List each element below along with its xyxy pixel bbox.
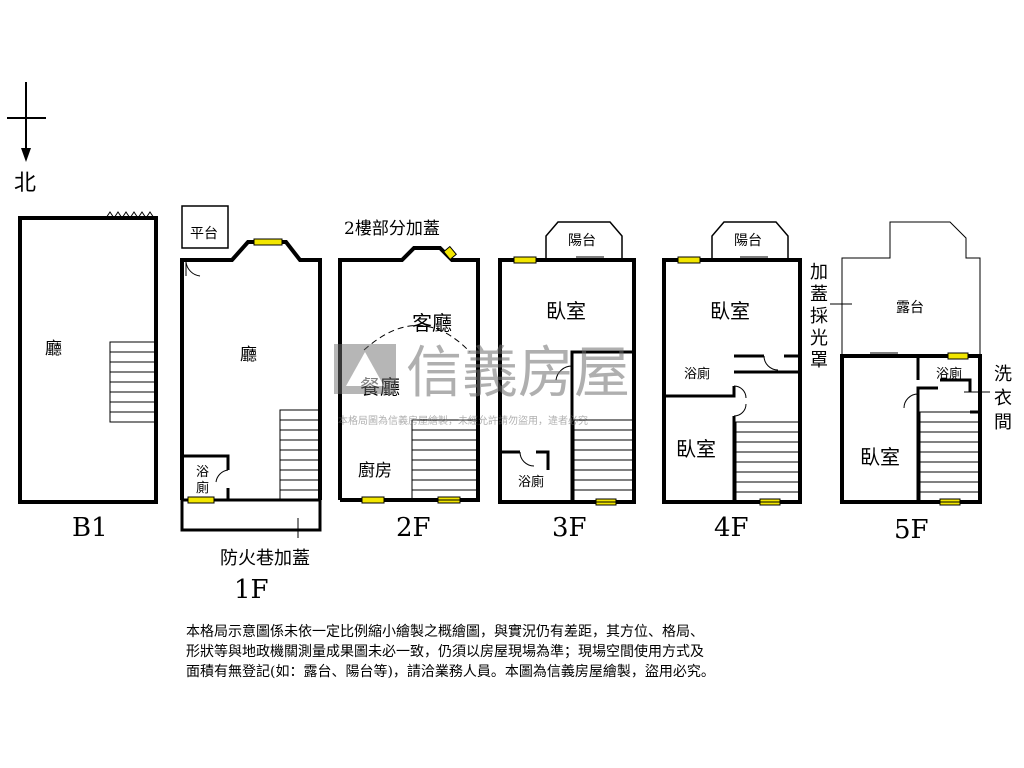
b1-floor-label: B1 [72,513,108,543]
5f-bath-label: 浴廁 [936,366,962,382]
5f-laundry-label-2: 衣 [994,388,1012,409]
watermark-notice: 本格局圖為信義房屋繪製，未經允許請勿盜用，違者必究 [338,414,588,427]
brand-logo-icon [334,344,396,394]
floor-b1: 廳 B1 [18,211,158,543]
3f-balcony-label: 陽台 [568,233,596,249]
2f-addition-label: 2樓部分加蓋 [344,219,440,239]
floor-4f: 陽台 臥室 浴廁 臥室 4F 加 蓋 採 光 罩 [662,221,852,543]
floor-1f: 平台 廳 浴 廁 防火巷加蓋 1F [180,205,322,605]
5f-terrace-label: 露台 [896,300,924,316]
floor-5f: 露台 浴廁 臥室 5F 洗 衣 間 [840,221,1012,545]
disclaimer-line-2: 形狀等與地政機關測量成果圖未必一致，仍須以房屋現場為準；現場空間使用方式及 [186,644,704,660]
stairs-3f [573,419,635,503]
watermark-brand: 信義房屋 [406,341,630,406]
4f-skylight-label-2: 蓋 [810,284,828,305]
3f-floor-label: 3F [552,513,587,543]
1f-hall-label: 廳 [240,345,257,365]
1f-bath-label-2: 廁 [196,480,209,496]
1f-floor-label: 1F [234,575,269,605]
4f-skylight-label-4: 光 [810,328,828,349]
4f-bedroom2-label: 臥室 [676,437,716,461]
4f-skylight-label-3: 採 [810,306,828,327]
stairs-5f [919,411,981,503]
disclaimer-line-1: 本格局示意圖係未依一定比例縮小繪製之概繪圖，與實況仍有差距，其方位、格局、 [186,624,704,640]
4f-floor-label: 4F [714,513,749,543]
disclaimer-line-3: 面積有無登記(如：露台、陽台等)，請洽業務人員。本圖為信義房屋繪製，盜用必究。 [186,664,715,680]
2f-living-label: 客廳 [412,311,452,335]
2f-kitchen-label: 廚房 [358,460,392,481]
3f-bedroom-label: 臥室 [546,299,586,323]
north-arrow-icon [7,82,46,162]
4f-skylight-label-5: 罩 [810,350,828,371]
b1-hall-label: 廳 [45,339,62,359]
1f-bath-label-1: 浴 [196,465,209,480]
stairs-4f [735,421,801,503]
5f-laundry-label-3: 間 [994,412,1012,433]
north-label: 北 [14,171,36,196]
4f-balcony-label: 陽台 [734,233,762,249]
stairs-2f [411,419,479,501]
1f-fire-lane-label: 防火巷加蓋 [220,548,310,569]
1f-platform-label: 平台 [190,226,218,242]
5f-floor-label: 5F [894,515,929,545]
5f-laundry-label-1: 洗 [994,364,1012,385]
4f-bedroom1-label: 臥室 [710,299,750,323]
watermark: 信義房屋 本格局圖為信義房屋繪製，未經允許請勿盜用，違者必究 [334,341,630,427]
floor-3f: 陽台 臥室 浴廁 3F [498,221,636,543]
stairs-b1 [109,341,157,423]
5f-bedroom-label: 臥室 [860,445,900,469]
stairs-1f [279,409,321,501]
2f-floor-label: 2F [396,513,431,543]
4f-bath-label: 浴廁 [684,366,710,382]
4f-skylight-label-1: 加 [810,262,828,283]
disclaimer-text: 本格局示意圖係未依一定比例縮小繪製之概繪圖，與實況仍有差距，其方位、格局、 形狀… [186,622,846,682]
3f-bath-label: 浴廁 [518,474,544,490]
